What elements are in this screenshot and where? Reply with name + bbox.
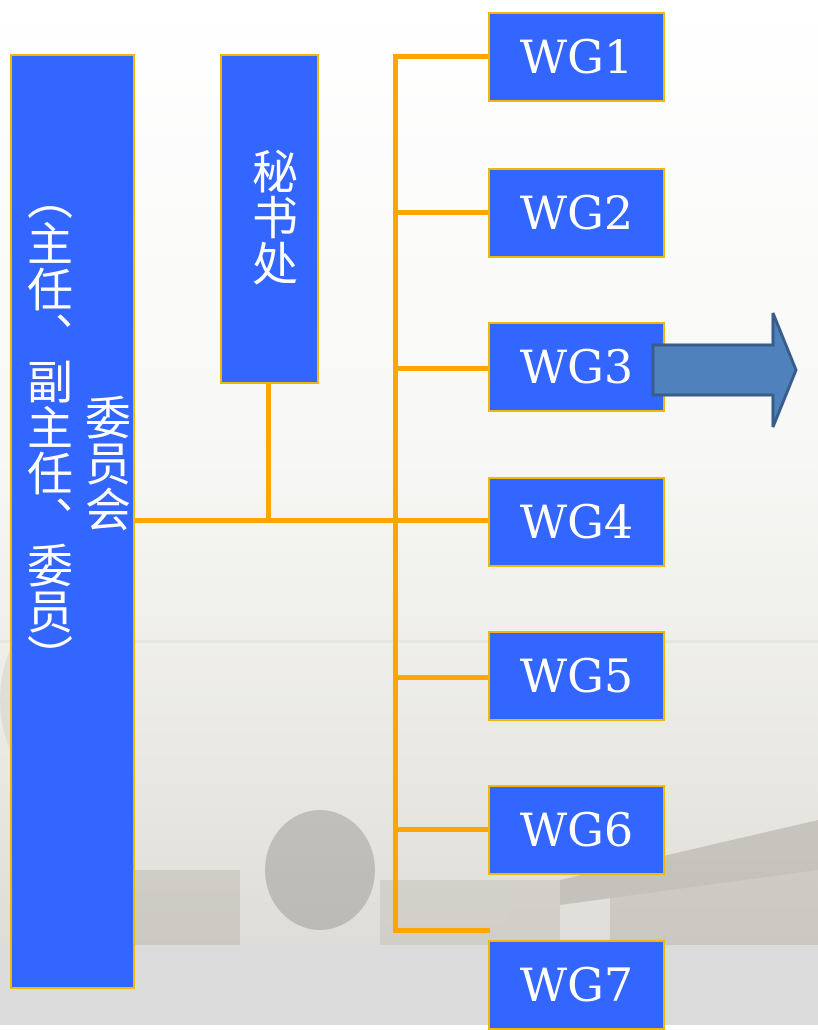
committee-box: （主任、副主任、委员） 委员会 [10, 54, 135, 989]
wg7-box: WG7 [488, 940, 665, 1030]
right-arrow-icon [651, 312, 798, 428]
wg4-box: WG4 [488, 477, 665, 567]
trunk-vertical-line [393, 54, 398, 933]
branch-line-wg3 [393, 366, 490, 371]
secretariat-connector-line [266, 383, 271, 520]
branch-line-wg2 [393, 210, 490, 215]
branch-line-wg5 [393, 675, 490, 680]
branch-line-wg1 [393, 54, 490, 59]
secretariat-title-label: 秘书处 [245, 148, 299, 286]
footer-band [0, 945, 818, 1025]
committee-title-label: 委员会 [78, 394, 132, 532]
wg5-box: WG5 [488, 631, 665, 721]
secretariat-box: 秘书处 [220, 54, 319, 384]
wg6-box: WG6 [488, 785, 665, 875]
branch-line-wg7 [393, 928, 490, 933]
wg2-box: WG2 [488, 168, 665, 258]
committee-members-label: （主任、副主任、委员） [20, 174, 74, 680]
wg1-box: WG1 [488, 12, 665, 102]
branch-line-wg6 [393, 827, 490, 832]
wg3-box: WG3 [488, 322, 665, 412]
main-horizontal-line [133, 518, 490, 523]
